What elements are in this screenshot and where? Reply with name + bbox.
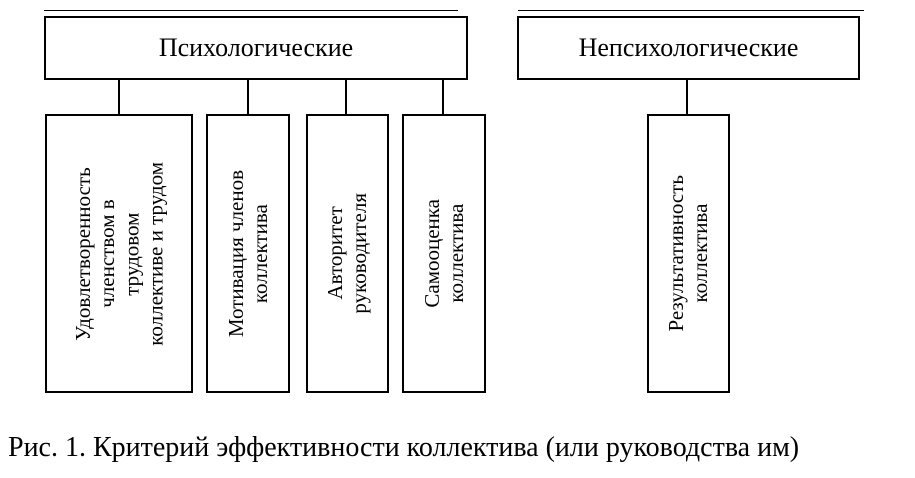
non-psychological-header: Непсихологические xyxy=(517,16,860,80)
top-rule-right xyxy=(518,10,864,11)
criterion-authority-box: Авторитет руководителя xyxy=(306,114,389,393)
criterion-motivation-label: Мотивация членов коллектива xyxy=(223,169,272,338)
top-rule-left xyxy=(44,10,458,11)
connector-self-assessment xyxy=(442,80,444,114)
criterion-effectiveness-label: Результативность коллектива xyxy=(664,175,713,332)
criterion-satisfaction-label: Удовлетворенность членством в трудовом к… xyxy=(70,161,168,346)
criterion-authority-label: Авторитет руководителя xyxy=(323,193,372,314)
criterion-satisfaction-box: Удовлетворенность членством в трудовом к… xyxy=(45,114,193,393)
criterion-self-assessment-box: Самооценка коллектива xyxy=(402,114,486,393)
psychological-header: Психологические xyxy=(44,16,468,80)
connector-satisfaction xyxy=(118,80,120,114)
connector-authority xyxy=(345,80,347,114)
connector-motivation xyxy=(247,80,249,114)
non-psychological-header-label: Непсихологические xyxy=(578,33,799,62)
criterion-effectiveness-box: Результативность коллектива xyxy=(647,114,730,393)
connector-effectiveness xyxy=(686,80,688,114)
psychological-header-label: Психологические xyxy=(158,33,354,62)
criterion-motivation-box: Мотивация членов коллектива xyxy=(206,114,290,393)
criterion-self-assessment-label: Самооценка коллектива xyxy=(419,199,468,308)
figure-caption: Рис. 1. Критерий эффективности коллектив… xyxy=(8,432,800,463)
